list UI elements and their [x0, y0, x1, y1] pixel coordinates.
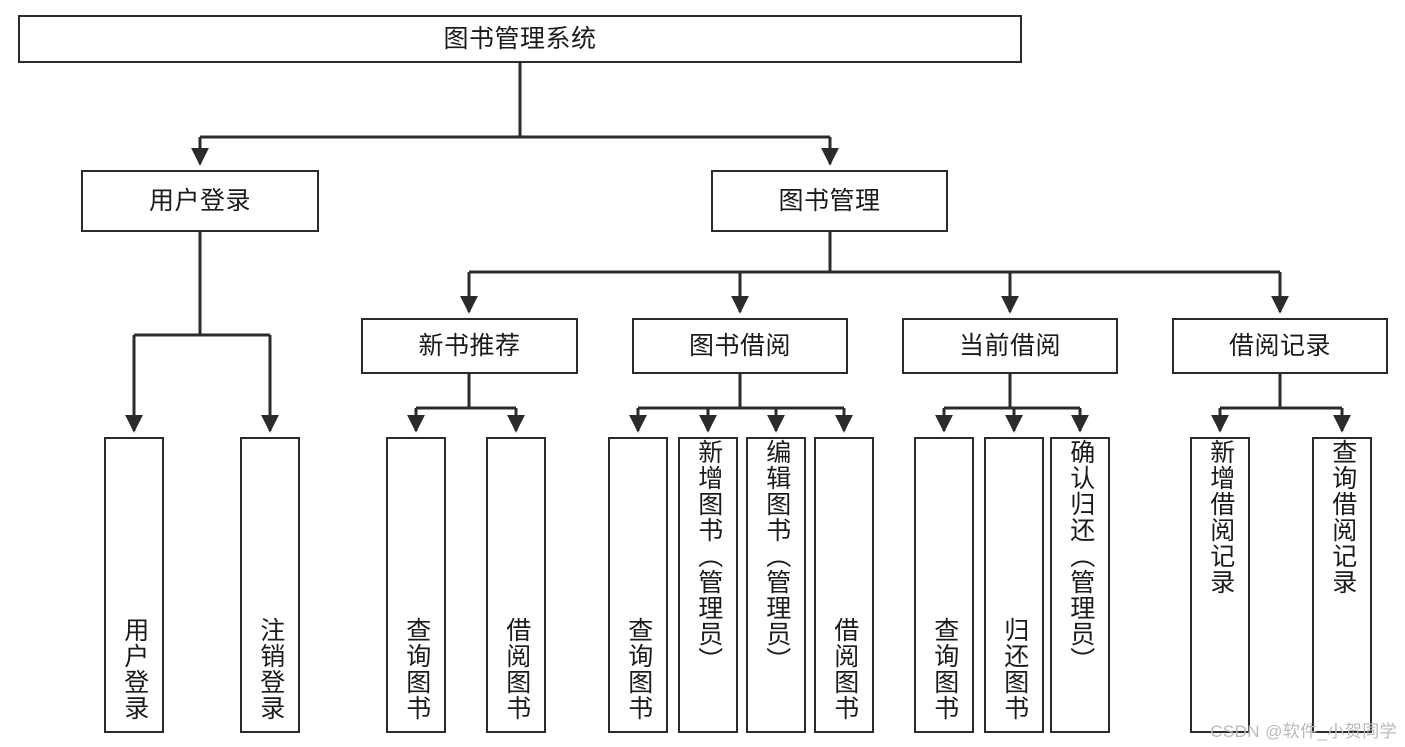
node-l_rec_borrow-label: 借阅图书 [502, 617, 531, 721]
node-l_rec_query[interactable]: 查询图书 [386, 437, 446, 733]
node-root[interactable]: 图书管理系统 [18, 15, 1022, 63]
node-l_cb_confirm-label: 确认归还（管理员） [1066, 439, 1095, 673]
node-l_bb_query-label: 查询图书 [624, 617, 653, 721]
node-l_bb_query[interactable]: 查询图书 [608, 437, 668, 733]
node-l_user_logout[interactable]: 注销登录 [240, 437, 300, 733]
node-l_bb_edit-label: 编辑图书（管理员） [762, 439, 791, 673]
node-book_borrow-label: 图书借阅 [688, 332, 791, 360]
node-l_cb_query-label: 查询图书 [930, 617, 959, 721]
node-new_book_rec[interactable]: 新书推荐 [361, 318, 578, 374]
node-l_rec_borrow[interactable]: 借阅图书 [486, 437, 546, 733]
node-l_cb_confirm[interactable]: 确认归还（管理员） [1050, 437, 1110, 733]
node-l_bb_add[interactable]: 新增图书（管理员） [678, 437, 738, 733]
node-l_user_login[interactable]: 用户登录 [104, 437, 164, 733]
node-l_cb_return[interactable]: 归还图书 [984, 437, 1044, 733]
node-l_bb_edit[interactable]: 编辑图书（管理员） [746, 437, 806, 733]
node-l_rec_query-label: 查询图书 [402, 617, 431, 721]
node-user_login[interactable]: 用户登录 [81, 170, 319, 232]
node-book_manage-label: 图书管理 [778, 187, 881, 215]
node-new_book_rec-label: 新书推荐 [418, 332, 521, 360]
node-l_br_query-label: 查询借阅记录 [1328, 439, 1357, 595]
node-l_br_add[interactable]: 新增借阅记录 [1190, 437, 1250, 733]
node-l_bb_borrow-label: 借阅图书 [830, 617, 859, 721]
node-l_br_query[interactable]: 查询借阅记录 [1312, 437, 1372, 733]
node-user_login-label: 用户登录 [148, 187, 251, 215]
node-l_bb_add-label: 新增图书（管理员） [694, 439, 723, 673]
node-l_br_add-label: 新增借阅记录 [1206, 439, 1235, 595]
node-l_user_logout-label: 注销登录 [256, 617, 285, 721]
node-borrow_record-label: 借阅记录 [1228, 332, 1331, 360]
node-book_borrow[interactable]: 图书借阅 [632, 318, 848, 374]
node-l_user_login-label: 用户登录 [120, 617, 149, 721]
node-current_borrow-label: 当前借阅 [958, 332, 1061, 360]
node-root-label: 图书管理系统 [443, 25, 597, 53]
node-book_manage[interactable]: 图书管理 [711, 170, 948, 232]
node-l_cb_query[interactable]: 查询图书 [914, 437, 974, 733]
node-borrow_record[interactable]: 借阅记录 [1172, 318, 1388, 374]
node-current_borrow[interactable]: 当前借阅 [902, 318, 1118, 374]
node-l_cb_return-label: 归还图书 [1000, 617, 1029, 721]
node-l_bb_borrow[interactable]: 借阅图书 [814, 437, 874, 733]
